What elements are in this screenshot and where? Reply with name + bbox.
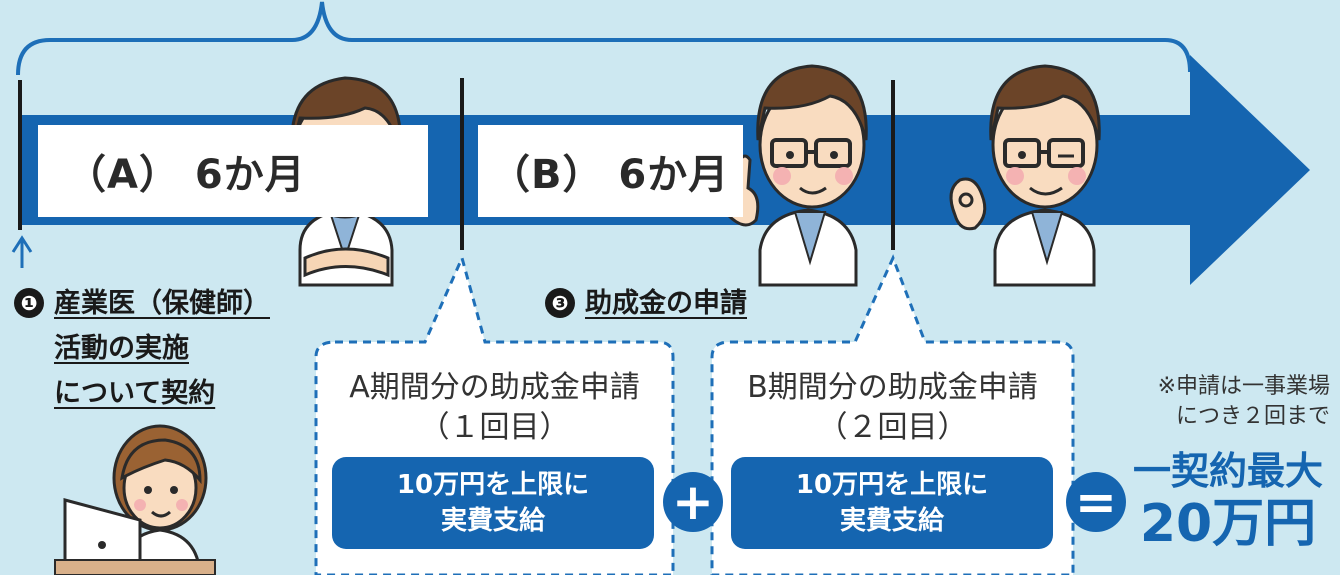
total-line-2: 20万円 — [1139, 494, 1317, 554]
note-line-2: につき２回まで — [1175, 404, 1330, 429]
step-1-line-2: 活動の実施 — [54, 333, 189, 364]
application-b-benefit-line-2: 実費支給 — [839, 506, 944, 536]
period-b-label: （B） 6か月 — [490, 152, 730, 198]
step-1-line-3: について契約 — [54, 378, 216, 409]
plus-icon: + — [663, 472, 723, 532]
period-a-box: （A） 6か月 — [38, 125, 428, 217]
application-b-benefit: 10万円を上限に 実費支給 — [731, 457, 1053, 549]
step-1-marker: ❶ — [14, 288, 44, 318]
application-a: A期間分の助成金申請 （１回目） — [316, 368, 673, 448]
step-1-line-1: 産業医（保健師） — [54, 288, 270, 319]
doctor-ok-icon — [949, 64, 1101, 287]
application-a-benefit: 10万円を上限に 実費支給 — [332, 457, 654, 549]
start-up-arrow-icon — [11, 235, 33, 268]
application-a-round: （１回目） — [419, 410, 570, 445]
note-line-1: ※申請は一事業場 — [1157, 374, 1330, 399]
brace — [16, 1, 1192, 76]
application-b-title: B期間分の助成金申請 — [747, 370, 1038, 405]
application-b-round: （２回目） — [817, 410, 968, 445]
application-a-title: A期間分の助成金申請 — [349, 370, 640, 405]
period-b-box: （B） 6か月 — [478, 125, 743, 217]
equals-icon: = — [1066, 472, 1126, 532]
application-b-benefit-line-1: 10万円を上限に — [795, 470, 989, 500]
step-3-marker: ❸ — [545, 288, 575, 318]
application-b: B期間分の助成金申請 （２回目） — [712, 368, 1073, 448]
application-a-benefit-line-1: 10万円を上限に — [396, 470, 590, 500]
step-3-label: 助成金の申請 — [585, 288, 747, 319]
office-worker-icon — [54, 424, 216, 575]
application-limit-note: ※申請は一事業場 につき２回まで — [1085, 372, 1330, 432]
application-a-benefit-line-2: 実費支給 — [440, 506, 545, 536]
step-3: ❸ 助成金の申請 — [545, 283, 747, 328]
doctor-pointing-icon — [724, 64, 868, 287]
total-line-1: 一契約最大 — [1132, 449, 1323, 493]
period-a-label: （A） 6か月 — [66, 152, 306, 198]
total-max-amount: 一契約最大 20万円 — [1128, 448, 1328, 554]
step-1: ❶ 産業医（保健師） 活動の実施 について契約 — [14, 283, 270, 418]
